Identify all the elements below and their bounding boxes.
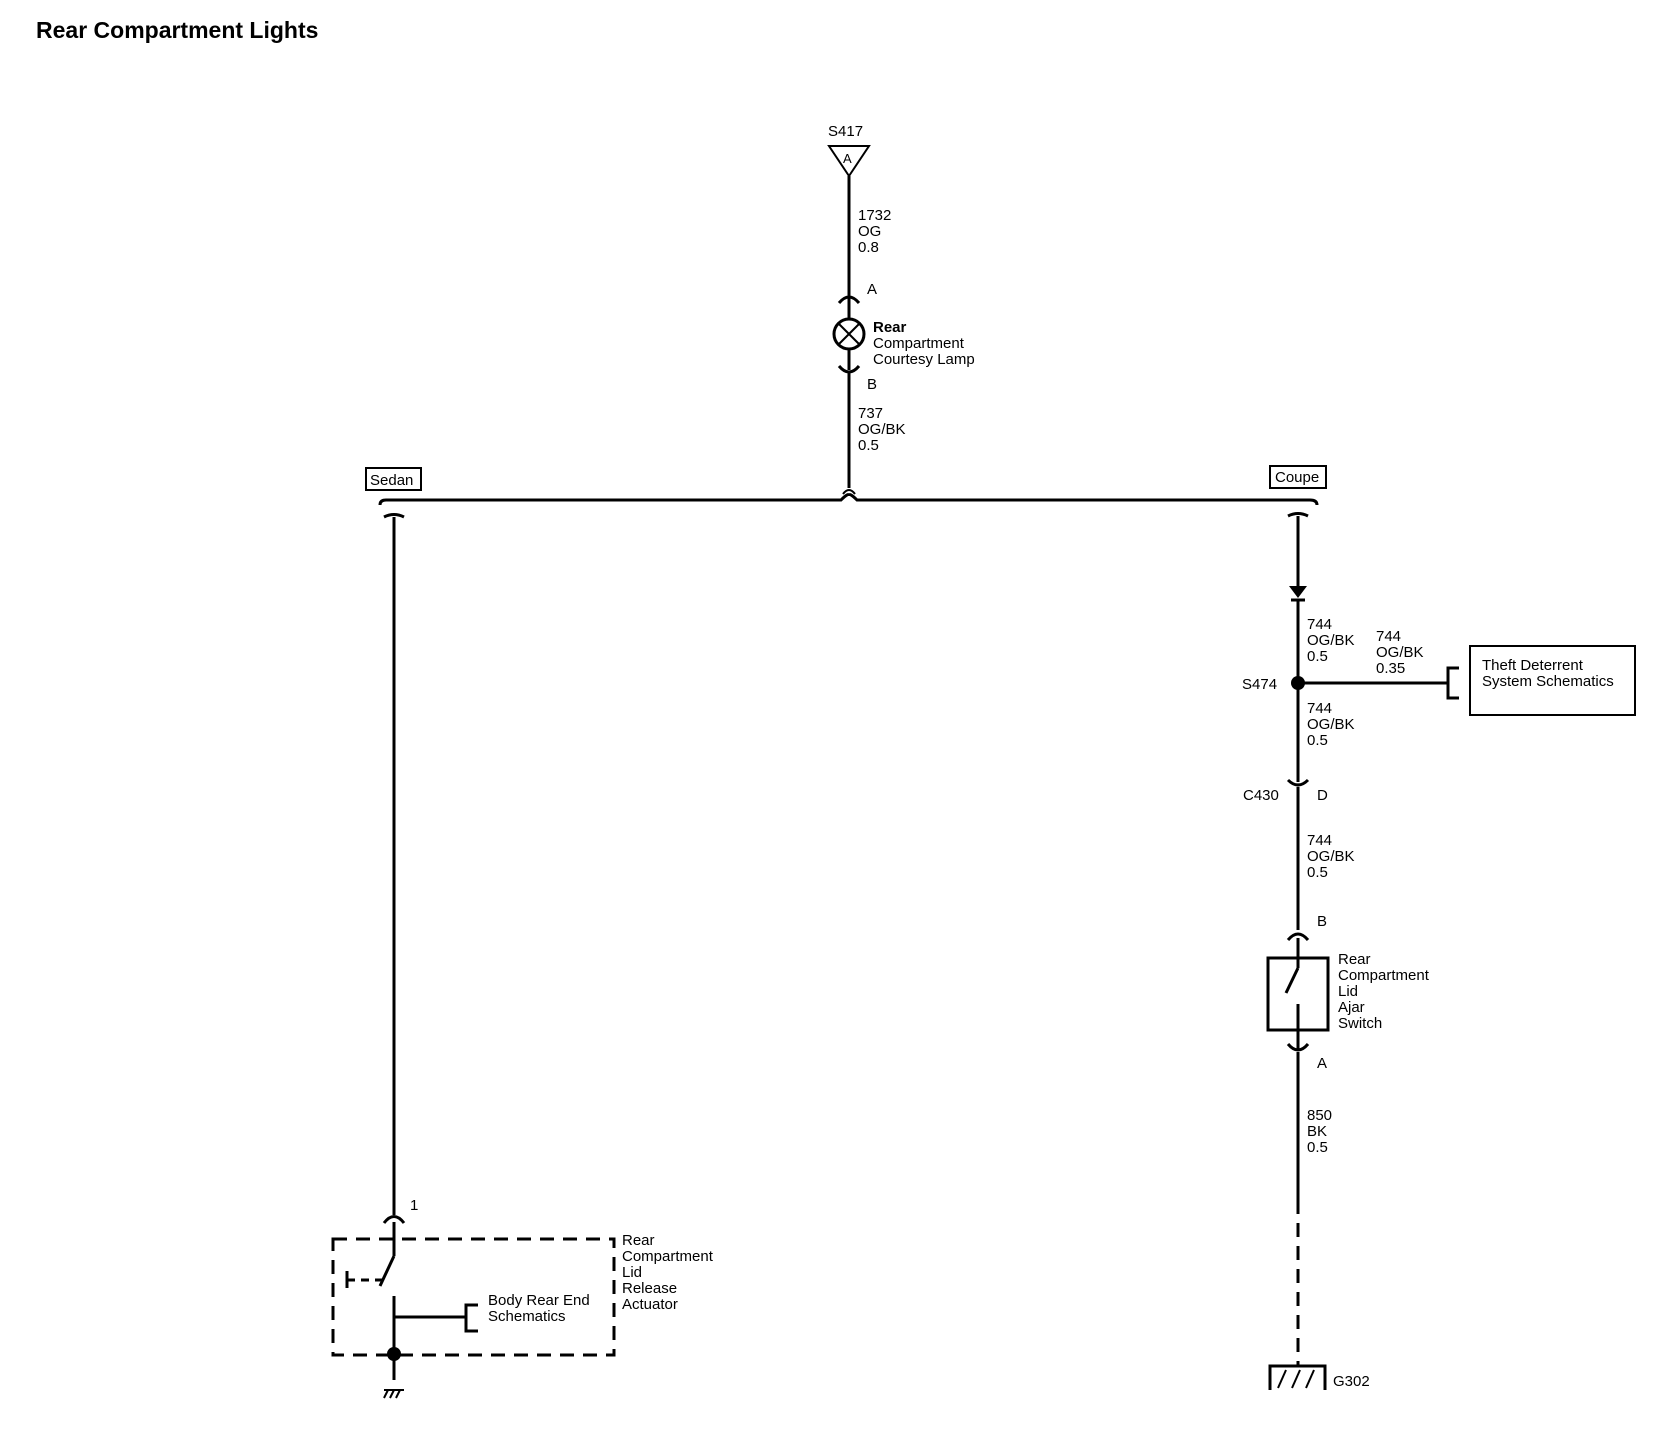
sedan-option-label: Sedan [370, 472, 413, 489]
wire-737-size: 0.5 [858, 437, 879, 454]
wire-744-theft-label: 744 OG/BK 0.35 [1376, 628, 1424, 677]
sedan-connector-icon [383, 513, 405, 519]
actuator-name-line-4: Release [622, 1280, 677, 1297]
c430-connector-icon [1286, 778, 1310, 787]
splice-s474-label: S474 [1242, 676, 1277, 693]
courtesy-lamp: A B Rear Compartment Courtesy Lamp [832, 281, 975, 393]
switch-name-line-4: Ajar [1338, 999, 1365, 1016]
theft-box-line-1: Theft Deterrent [1482, 657, 1584, 674]
switch-name-line-1: Rear [1338, 951, 1371, 968]
splice-s474: S474 [1242, 666, 1459, 700]
wire-744-a-color: OG/BK [1307, 632, 1355, 649]
page-title: Rear Compartment Lights [36, 17, 318, 43]
sedan-branch: 1 [382, 513, 418, 1238]
wire-744-b-circuit: 744 [1307, 700, 1332, 717]
wire-744-a-label: 744 OG/BK 0.5 [1307, 616, 1355, 665]
wire-744-theft-circuit: 744 [1376, 628, 1401, 645]
wire-1732-label: 1732 OG 0.8 [858, 207, 891, 256]
wire-1732-color: OG [858, 223, 881, 240]
wire-737-circuit: 737 [858, 405, 883, 422]
wire-744-a-size: 0.5 [1307, 648, 1328, 665]
sedan-option-box [365, 467, 422, 491]
lid-ajar-switch: B A Rear Compartment Lid Ajar Switch [1266, 913, 1430, 1072]
body-rear-end-reference-icon [464, 1303, 478, 1333]
splice-s417: S417 A [827, 123, 871, 178]
wire-744-a-circuit: 744 [1307, 616, 1332, 633]
wire-1732-size: 0.8 [858, 239, 879, 256]
switch-blade-icon [1284, 967, 1300, 994]
switch-pin-b-label: B [1317, 913, 1327, 930]
lamp-pin-b-label: B [867, 376, 877, 393]
lamp-pin-a-label: A [867, 281, 877, 298]
release-actuator: Body Rear End Schematics Rear Compartmen… [331, 1232, 714, 1399]
wire-744-b-size: 0.5 [1307, 732, 1328, 749]
coupe-option-box [1269, 465, 1327, 489]
theft-deterrent-box: Theft Deterrent System Schematics [1469, 645, 1636, 716]
c430-pin-label: D [1317, 787, 1328, 804]
actuator-pin-1-connector-icon [382, 1215, 406, 1224]
actuator-splice-dot [387, 1347, 401, 1361]
actuator-name-line-2: Compartment [622, 1248, 714, 1265]
coupe-branch [1287, 512, 1309, 782]
wire-850-color: BK [1307, 1123, 1327, 1140]
wire-744-theft-size: 0.35 [1376, 660, 1405, 677]
splice-triangle-icon [827, 145, 871, 178]
switch-pin-a-connector-icon [1286, 1042, 1310, 1052]
lamp-name-line-1: Rear [873, 319, 907, 336]
actuator-ground-icon [383, 1389, 404, 1399]
body-rear-end-line-1: Body Rear End [488, 1292, 590, 1309]
coupe-option-label: Coupe [1275, 469, 1319, 486]
splice-s417-pin: A [843, 151, 852, 166]
actuator-name-line-5: Actuator [622, 1296, 678, 1313]
body-rear-end-line-2: Schematics [488, 1308, 566, 1325]
switch-name-line-5: Switch [1338, 1015, 1382, 1032]
wire-1732-circuit: 1732 [858, 207, 891, 224]
wire-850-circuit: 850 [1307, 1107, 1332, 1124]
connector-c430: C430 D [1243, 778, 1328, 804]
ground-g302-label: G302 [1333, 1373, 1370, 1390]
wire-737-label: 737 OG/BK 0.5 [858, 405, 906, 454]
wire-744-b-color: OG/BK [1307, 716, 1355, 733]
coupe-connector-icon [1287, 512, 1309, 518]
lamp-name-line-3: Courtesy Lamp [873, 351, 975, 368]
lamp-name-line-2: Compartment [873, 335, 965, 352]
actuator-name-line-1: Rear [622, 1232, 655, 1249]
actuator-pin-1-label: 1 [410, 1197, 418, 1214]
actuator-dashed-box [331, 1237, 616, 1357]
theft-reference-icon [1446, 666, 1459, 700]
theft-box-frame [1469, 645, 1636, 716]
switch-pin-a-label: A [1317, 1055, 1327, 1072]
switch-pin-b-connector-icon [1286, 932, 1310, 942]
wire-744-c-size: 0.5 [1307, 864, 1328, 881]
wire-744-c-circuit: 744 [1307, 832, 1332, 849]
theft-box-line-2: System Schematics [1482, 673, 1614, 690]
switch-name-line-3: Lid [1338, 983, 1358, 1000]
wire-850-label: 850 BK 0.5 [1307, 1107, 1332, 1156]
ground-icon [1268, 1364, 1327, 1390]
wire-744-c-color: OG/BK [1307, 848, 1355, 865]
wire-744-c-label: 744 OG/BK 0.5 [1307, 832, 1355, 881]
option-bus-line [378, 493, 1319, 506]
switch-name-line-2: Compartment [1338, 967, 1430, 984]
c430-label: C430 [1243, 787, 1279, 804]
actuator-name-line-3: Lid [622, 1264, 642, 1281]
wire-737-color: OG/BK [858, 421, 906, 438]
ground-g302: G302 [1268, 1364, 1370, 1390]
splice-s417-label: S417 [828, 123, 863, 140]
wire-744-theft-color: OG/BK [1376, 644, 1424, 661]
wire-744-b-label: 744 OG/BK 0.5 [1307, 700, 1355, 749]
option-bus: Sedan Coupe [365, 465, 1327, 506]
coupe-arrow-icon [1289, 586, 1307, 598]
wire-850-size: 0.5 [1307, 1139, 1328, 1156]
